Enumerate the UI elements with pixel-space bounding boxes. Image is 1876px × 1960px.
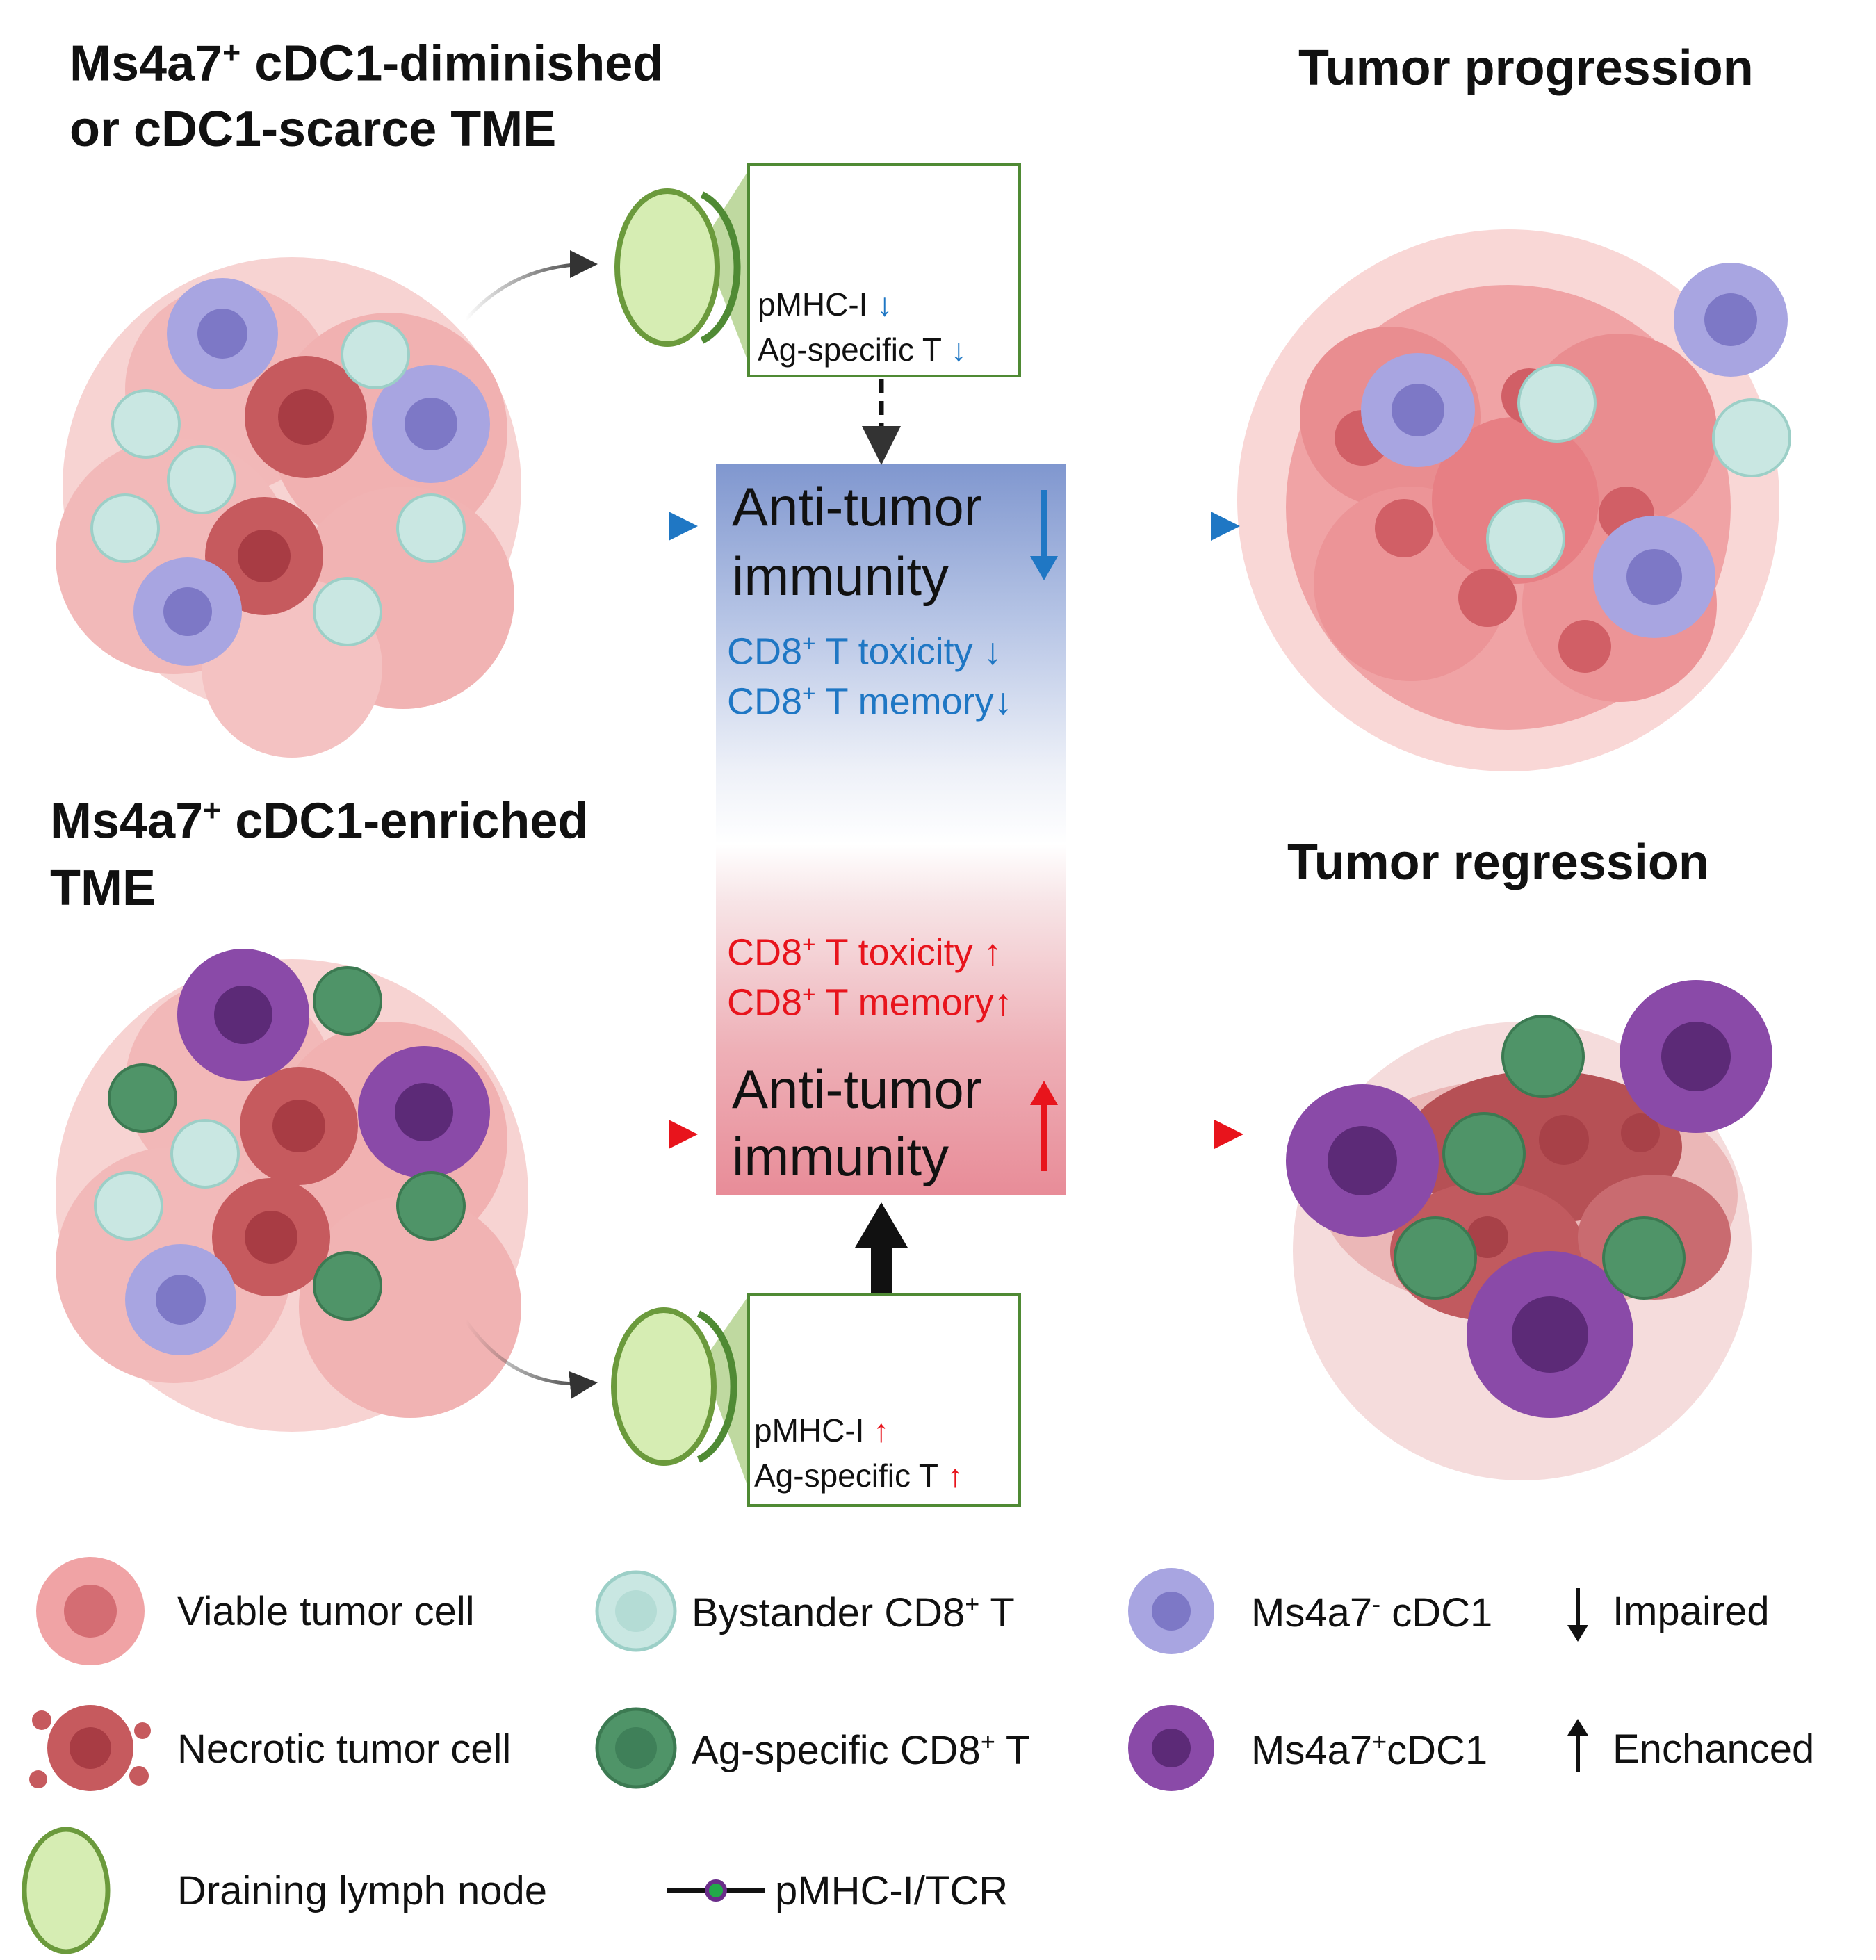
legend-sup: -: [1372, 1590, 1381, 1618]
legend-text: T: [995, 1727, 1031, 1773]
solid-arrow-bottom: [855, 1202, 908, 1293]
immunity-bottom-line1: Anti-tumor: [732, 1059, 982, 1120]
top-box-agspec: Ag-specific T ↓: [758, 334, 967, 366]
bottom-right-tumor-mass: [1286, 980, 1772, 1480]
arrow-down-icon: ↓: [972, 630, 1002, 673]
legend-bystander: Bystander CD8+ T: [692, 1592, 1015, 1633]
legend-ms4a7-neg: Ms4a7- cDC1: [1251, 1592, 1492, 1633]
legend-sup: +: [980, 1727, 995, 1756]
bottom-title-line2: TME: [50, 860, 156, 916]
arrow-down-icon: ↓: [993, 680, 1013, 723]
cd8-text: CD8: [727, 931, 803, 974]
memory-text: T memory: [815, 680, 994, 723]
cd8-memory-down: CD8+ T memory↓: [727, 680, 1013, 723]
cd8-sup: +: [802, 631, 816, 657]
title-text: Ms4a7: [50, 793, 204, 849]
arrow-down-icon: ↓: [867, 286, 893, 322]
ms4a7-pos-cdc1-icon: [1128, 1705, 1214, 1791]
bottom-box-pmhc: pMHC-I ↑: [754, 1414, 889, 1446]
cd8-toxicity-down: CD8+ T toxicity ↓: [727, 630, 1002, 673]
lymph-box-bottom: [747, 1293, 1021, 1507]
cd8-text: CD8: [727, 981, 803, 1024]
top-title-line2: or cDC1-scarce TME: [70, 101, 557, 157]
immunity-top-line1: Anti-tumor: [732, 476, 982, 537]
center-gradient-panel: [716, 464, 1066, 1195]
cd8-memory-up: CD8+ T memory↑: [727, 981, 1013, 1024]
lymph-node-icon: [22, 1827, 111, 1954]
ms4a7-neg-cdc1-icon: [1128, 1568, 1214, 1654]
cd8-text: CD8: [727, 630, 803, 673]
legend-agspec: Ag-specific CD8+ T: [692, 1729, 1030, 1771]
legend-viable: Viable tumor cell: [177, 1589, 475, 1634]
toxicity-text: T toxicity: [815, 931, 973, 974]
cd8-toxicity-up: CD8+ T toxicity ↑: [727, 931, 1002, 974]
box-label: pMHC-I: [754, 1412, 865, 1448]
cd8-text: CD8: [727, 680, 803, 723]
top-box-pmhc: pMHC-I ↓: [758, 288, 892, 320]
legend-lymph: Draining lymph node: [177, 1868, 547, 1913]
legend-sup: +: [1372, 1727, 1387, 1756]
title-text: Ms4a7: [70, 35, 223, 92]
arrow-to-lymph-bottom: [464, 1319, 598, 1399]
lymph-box-top: [747, 163, 1021, 377]
box-label: pMHC-I: [758, 286, 868, 322]
legend-sup: +: [965, 1590, 980, 1618]
necrotic-tumor-cell-icon: [29, 1705, 151, 1791]
legend-text: cDC1: [1387, 1727, 1488, 1773]
arrow-down-icon: [1030, 490, 1058, 580]
top-right-tumor-mass: [1237, 229, 1791, 771]
title-sup: +: [203, 794, 222, 828]
bottom-box-agspec: Ag-specific T ↑: [754, 1460, 963, 1492]
top-title-line1: Ms4a7+ cDC1-diminished: [70, 35, 664, 92]
top-left-tumor-mass: [56, 257, 521, 758]
memory-text: T memory: [815, 981, 994, 1024]
legend-tcr: pMHC-I/TCR: [775, 1868, 1009, 1913]
legend-arrow-down-icon: [1567, 1588, 1588, 1642]
arrow-up-icon: ↑: [938, 1457, 963, 1494]
immunity-bottom-line2: immunity: [732, 1126, 949, 1187]
arrow-up-icon: ↑: [993, 981, 1013, 1024]
lymph-node-bottom: [611, 1293, 751, 1494]
legend-text: Ms4a7: [1251, 1590, 1373, 1635]
arrow-up-icon: [1030, 1081, 1058, 1171]
bottom-outcome-title: Tumor regression: [1287, 835, 1709, 890]
legend-enhanced: Enchanced: [1613, 1726, 1815, 1772]
box-label: Ag-specific T: [754, 1457, 939, 1494]
top-outcome-title: Tumor progression: [1298, 40, 1754, 96]
legend-text: T: [979, 1590, 1015, 1635]
tcr-binding-icon: [667, 1879, 765, 1902]
cd8-sup: +: [802, 982, 816, 1008]
bottom-title-line1: Ms4a7+ cDC1-enriched: [50, 793, 589, 849]
title-text: cDC1-enriched: [221, 793, 589, 849]
legend-text: Bystander CD8: [692, 1590, 965, 1635]
lymph-node-top: [614, 167, 751, 368]
arrow-up-icon: ↑: [864, 1412, 890, 1448]
title-text: cDC1-diminished: [240, 35, 664, 92]
legend-arrow-up-icon: [1567, 1719, 1588, 1772]
box-label: Ag-specific T: [758, 332, 943, 368]
legend-necrotic: Necrotic tumor cell: [177, 1726, 512, 1772]
legend-text: Ms4a7: [1251, 1727, 1373, 1773]
immunity-top-line2: immunity: [732, 546, 949, 607]
legend-text: Ag-specific CD8: [692, 1727, 981, 1773]
arrow-to-lymph-top: [464, 250, 598, 321]
cd8-sup: +: [802, 681, 816, 707]
toxicity-text: T toxicity: [815, 630, 973, 673]
ag-specific-t-cell-icon: [595, 1707, 677, 1789]
cd8-sup: +: [802, 932, 816, 958]
bottom-left-tumor-mass: [56, 949, 528, 1432]
viable-tumor-cell-icon: [36, 1557, 145, 1665]
arrow-up-icon: ↑: [972, 931, 1002, 974]
legend-impaired: Impaired: [1613, 1589, 1770, 1634]
arrow-down-icon: ↓: [942, 332, 967, 368]
bystander-t-cell-icon: [595, 1570, 677, 1652]
legend-ms4a7-pos: Ms4a7+cDC1: [1251, 1729, 1487, 1771]
title-sup: +: [222, 36, 241, 70]
legend-text: cDC1: [1380, 1590, 1493, 1635]
